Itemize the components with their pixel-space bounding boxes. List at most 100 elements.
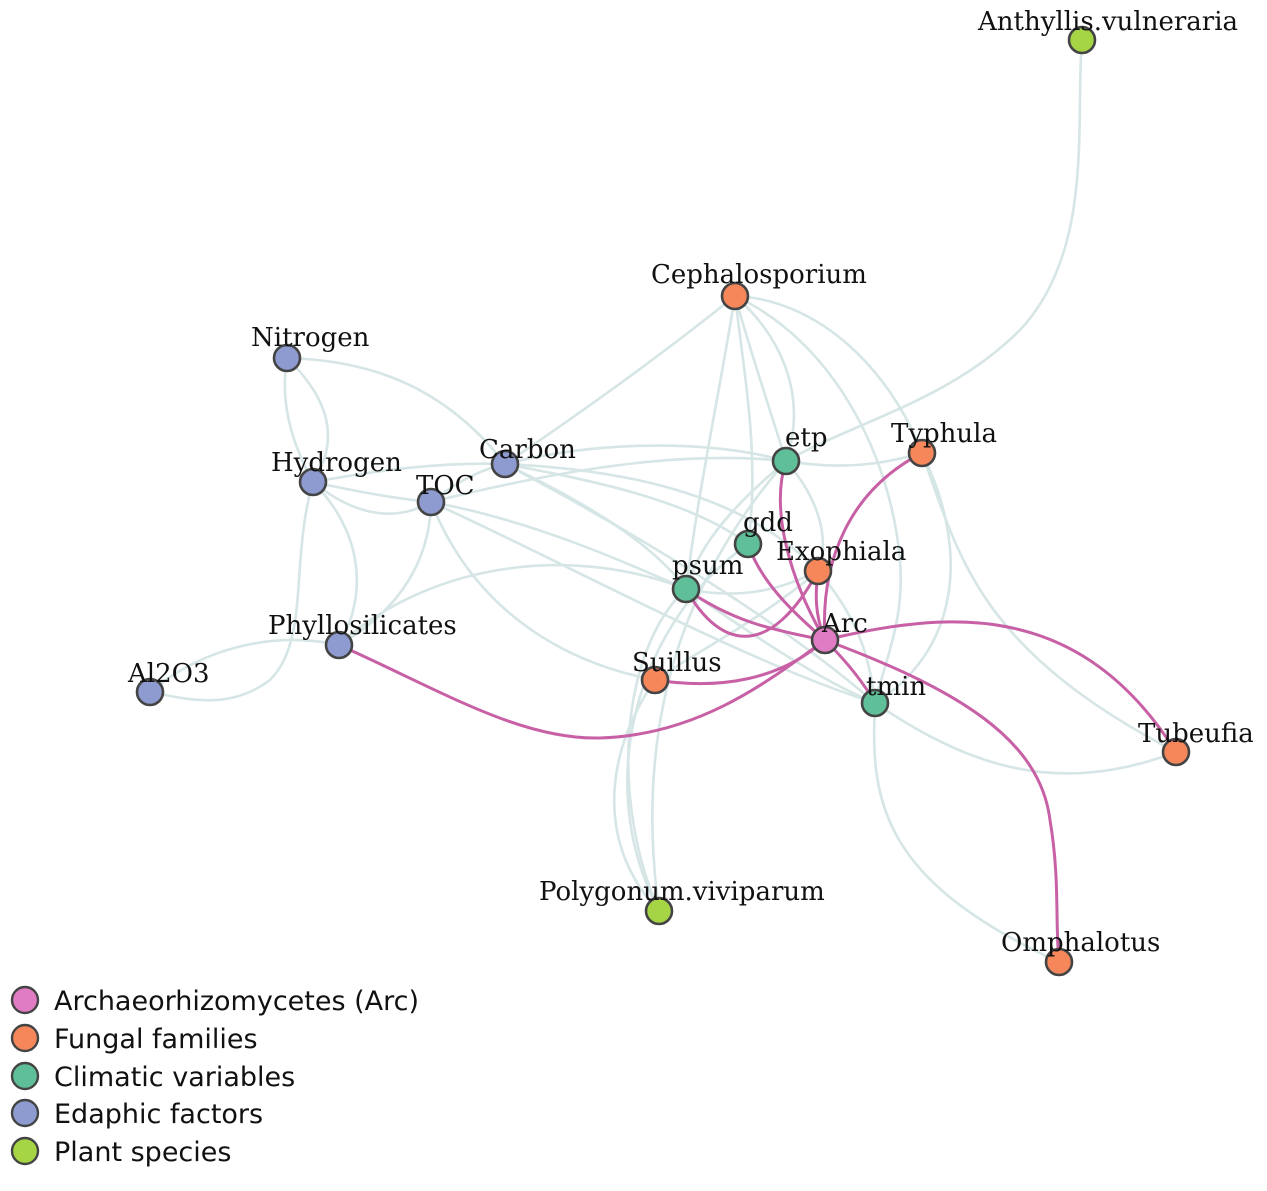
edge-psum-tmin xyxy=(685,587,876,705)
node-typhula-label: Typhula xyxy=(891,419,997,449)
node-omphalotus-marker xyxy=(1044,947,1074,977)
node-suillus-label: Suillus xyxy=(632,648,722,678)
edge-cephalosporium-etp-2 xyxy=(734,295,796,462)
node-nitrogen[interactable]: Nitrogen xyxy=(251,323,370,373)
edge-nitrogen-carbon xyxy=(286,356,507,465)
node-hydrogen-marker xyxy=(298,467,328,497)
node-hydrogen[interactable]: Hydrogen xyxy=(271,448,402,497)
node-typhula[interactable]: Typhula xyxy=(891,419,997,468)
node-phyllosilicates-marker xyxy=(324,630,354,660)
node-typhula-marker xyxy=(907,438,937,468)
legend-marker-climatic xyxy=(10,1061,40,1091)
node-etp-label: etp xyxy=(785,423,827,453)
edge-etp-typhula xyxy=(785,451,923,467)
node-nitrogen-label: Nitrogen xyxy=(251,323,370,353)
node-al2o3[interactable]: Al2O3 xyxy=(127,659,210,707)
node-exophiala[interactable]: Exophiala xyxy=(776,537,906,586)
edge-cephalosporium-psum xyxy=(684,295,737,590)
node-anthyllis-vulneraria-marker xyxy=(1067,25,1097,55)
edge-toc-etp xyxy=(430,456,787,504)
edge-arc-phyllosilicates xyxy=(338,638,826,740)
node-carbon-marker xyxy=(490,449,520,479)
edge-cephalosporium-typhula xyxy=(734,294,924,454)
edge-cephalosporium-tmin xyxy=(734,294,903,704)
legend-marker-arc xyxy=(10,985,40,1015)
node-etp[interactable]: etp xyxy=(771,423,827,476)
node-omphalotus-label: Omphalotus xyxy=(1001,928,1160,958)
edge-cephalosporium-carbon xyxy=(504,294,736,466)
edge-arc-typhula xyxy=(822,451,923,641)
node-exophiala-label: Exophiala xyxy=(776,537,906,567)
node-polygonum-viviparum-marker xyxy=(644,896,674,926)
edge-carbon-gdd xyxy=(504,462,749,546)
legend-item-climatic: Climatic variables xyxy=(10,1061,295,1093)
edge-psum-exophiala-arc xyxy=(684,570,820,638)
edge-arc-psum xyxy=(685,587,826,642)
node-toc-label: TOC xyxy=(416,471,475,501)
edge-hydrogen-carbon xyxy=(312,462,506,484)
edge-carbon-exophiala xyxy=(504,462,819,572)
edge-cephalosporium-gdd xyxy=(733,295,754,545)
node-gdd-label: gdd xyxy=(743,508,793,538)
node-al2o3-marker xyxy=(135,677,165,707)
node-carbon[interactable]: Carbon xyxy=(479,435,576,479)
edge-arc-tubeufia xyxy=(824,620,1178,753)
node-tubeufia-label: Tubeufia xyxy=(1138,719,1254,749)
edge-carbon-etp xyxy=(504,444,787,466)
node-psum-marker xyxy=(671,574,701,604)
node-tmin-marker xyxy=(860,688,890,718)
edge-exophiala-suillus xyxy=(654,570,819,682)
edge-phyllosilicates-al2o3 xyxy=(149,638,340,693)
node-toc-marker xyxy=(416,487,446,517)
legend-item-plant: Plant species xyxy=(10,1136,231,1168)
node-tmin[interactable]: tmin xyxy=(860,672,926,718)
edge-toc-suillus xyxy=(429,501,656,682)
node-phyllosilicates-label: Phyllosilicates xyxy=(268,611,457,641)
edge-toc-tmin xyxy=(430,500,876,705)
edge-etp-polygonum xyxy=(651,460,787,912)
edge-etp-psum xyxy=(684,460,787,590)
node-omphalotus[interactable]: Omphalotus xyxy=(1001,928,1160,977)
node-layer: Anthyllis.vulneraria Cephalosporium Nitr… xyxy=(127,7,1254,977)
edge-arc-omphalotus xyxy=(824,638,1061,963)
node-cephalosporium[interactable]: Cephalosporium xyxy=(651,260,867,311)
legend-item-arc: Archaeorhizomycetes (Arc) xyxy=(10,985,419,1017)
node-arc[interactable]: Arc xyxy=(810,609,868,655)
edge-toc-phyllosilicates xyxy=(338,501,433,647)
node-polygonum-viviparum-label: Polygonum.viviparum xyxy=(539,877,825,907)
node-exophiala-marker xyxy=(803,556,833,586)
node-phyllosilicates[interactable]: Phyllosilicates xyxy=(268,611,457,660)
legend-item-edaphic: Edaphic factors xyxy=(10,1098,263,1130)
legend-marker-fungal xyxy=(10,1023,40,1053)
legend-label-climatic: Climatic variables xyxy=(54,1062,295,1093)
edge-anthyllis-etp xyxy=(785,39,1084,463)
legend: Archaeorhizomycetes (Arc) Fungal familie… xyxy=(10,985,419,1168)
node-suillus[interactable]: Suillus xyxy=(632,648,722,695)
node-cephalosporium-marker xyxy=(720,281,750,311)
node-psum[interactable]: psum xyxy=(671,551,743,604)
edge-arc-etp xyxy=(778,460,827,641)
legend-label-plant: Plant species xyxy=(54,1137,231,1168)
node-carbon-label: Carbon xyxy=(479,435,576,465)
edge-typhula-tmin xyxy=(874,452,952,705)
edge-hydrogen-toc xyxy=(312,480,432,504)
node-toc[interactable]: TOC xyxy=(416,471,475,517)
legend-marker-edaphic xyxy=(10,1098,40,1128)
node-gdd[interactable]: gdd xyxy=(733,508,793,559)
node-suillus-marker xyxy=(640,665,670,695)
node-polygonum-viviparum[interactable]: Polygonum.viviparum xyxy=(539,877,825,926)
edge-hydrogen-al2o3 xyxy=(149,481,315,702)
edge-hydrogen-phyllosilicates xyxy=(312,481,359,646)
node-etp-marker xyxy=(771,446,801,476)
node-al2o3-label: Al2O3 xyxy=(127,659,210,689)
edge-toc-psum xyxy=(430,500,687,591)
node-tubeufia[interactable]: Tubeufia xyxy=(1138,719,1254,767)
node-cephalosporium-label: Cephalosporium xyxy=(651,260,867,290)
node-hydrogen-label: Hydrogen xyxy=(271,448,402,478)
edge-tmin-omphalotus xyxy=(872,702,1060,964)
edge-tmin-tubeufia xyxy=(874,701,1177,775)
edge-phyllosilicates-psum xyxy=(338,563,687,646)
node-psum-label: psum xyxy=(672,551,743,581)
node-anthyllis-vulneraria[interactable]: Anthyllis.vulneraria xyxy=(977,7,1238,55)
